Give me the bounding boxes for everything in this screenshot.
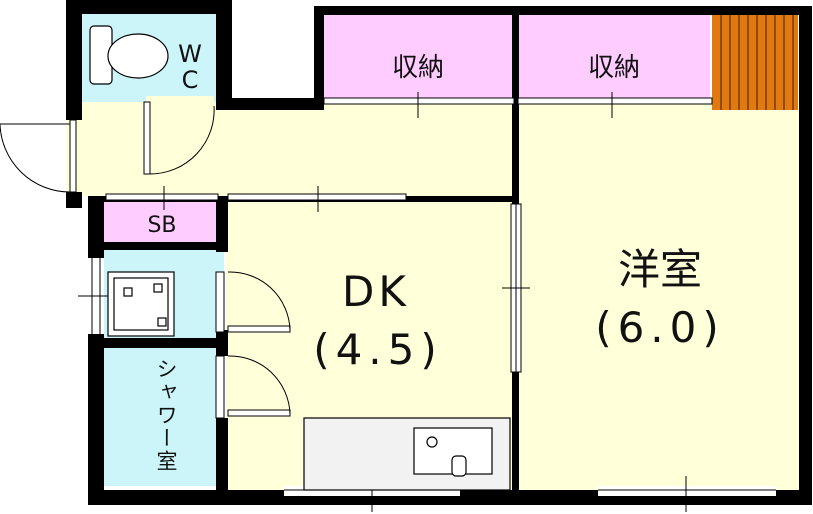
storage-right-label: 収納: [588, 53, 640, 83]
wash-window[interactable]: [78, 258, 110, 334]
storage-right-fill: [516, 14, 710, 102]
sb-fill: [102, 200, 220, 244]
dk-label: DK: [342, 267, 410, 316]
washroom-door[interactable]: [215, 271, 291, 333]
storage-left-fill: [322, 14, 516, 102]
wc-label-line1: W: [178, 40, 202, 68]
shower-door[interactable]: [215, 355, 291, 419]
shower-floor: [102, 346, 224, 486]
storage-left-sliding-door[interactable]: [323, 92, 515, 118]
storage-right-sliding-door[interactable]: [517, 92, 713, 118]
western-room-size: (6.0): [595, 303, 725, 352]
shower-label: シャワー室: [154, 358, 178, 473]
dk-size: (4.5): [313, 325, 443, 374]
toilet-icon: [89, 25, 169, 85]
hall-dk-sliding-door[interactable]: [227, 186, 407, 212]
sb-label: SB: [147, 213, 176, 238]
dk-western-sliding-door[interactable]: [502, 203, 530, 373]
washing-machine-icon: [107, 271, 175, 337]
western-window[interactable]: [598, 476, 776, 512]
western-room-floor: [516, 102, 800, 490]
entrance-door[interactable]: [0, 119, 77, 193]
stairs: [712, 14, 798, 110]
hallway-floor: [80, 102, 516, 196]
storage-left-label: 収納: [392, 53, 444, 83]
western-room-label: 洋室: [618, 245, 702, 294]
wc-label-line2: C: [182, 66, 199, 94]
wc-door[interactable]: [143, 101, 215, 175]
wc-door-opening: [146, 96, 214, 106]
sb-sliding-door[interactable]: [105, 186, 219, 210]
kitchen-counter: [303, 417, 511, 491]
